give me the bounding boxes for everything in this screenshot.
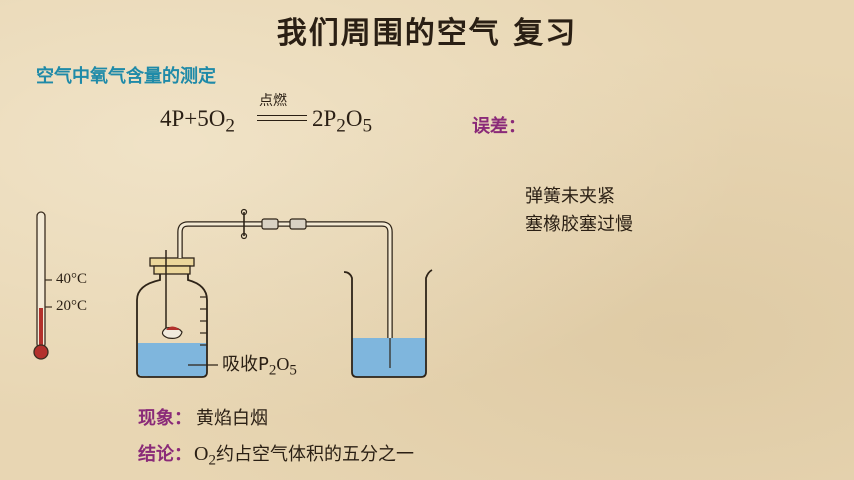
thermometer-mark-40: 40°C xyxy=(56,271,88,287)
connecting-tube xyxy=(177,208,393,368)
error-cause-stopper-slow: 塞橡胶塞过慢 xyxy=(525,214,633,235)
absorb-label: 吸收P2O5 xyxy=(222,350,297,380)
gas-bottle xyxy=(136,250,218,378)
conclusion-oxygen-sub: 2 xyxy=(208,452,216,469)
absorb-sub1: 2 xyxy=(268,362,277,379)
phenomenon-label: 现象： xyxy=(138,408,192,429)
equation-condition: 点燃 xyxy=(259,93,287,109)
rubber-stopper-bottom xyxy=(153,265,191,275)
thermometer xyxy=(33,211,52,360)
equation-equal-line-bottom xyxy=(257,120,307,121)
conclusion-oxygen: O xyxy=(194,443,209,465)
absorb-sub2: 5 xyxy=(289,362,297,379)
thermometer-mark-20: 20°C xyxy=(56,298,88,314)
equation-right-sub1: 2 xyxy=(336,115,346,137)
phenomenon-text: 黄焰白烟 xyxy=(196,408,268,429)
equation-reactants: 4P+5O2 xyxy=(160,106,235,138)
equation-right-mid: O xyxy=(345,106,363,131)
equation-equal-line-top xyxy=(257,115,307,116)
spring-clip-bottom xyxy=(240,232,248,240)
rubber-stopper-top xyxy=(149,257,195,267)
conclusion-body: 约占空气体积的五分之一 xyxy=(215,444,414,465)
equation-right-prefix: 2P xyxy=(312,106,337,131)
equation-left-subscript: 2 xyxy=(225,115,235,137)
bottle-outline xyxy=(136,269,208,378)
thermometer-mercury xyxy=(39,308,43,348)
phosphorus xyxy=(166,326,180,330)
beaker xyxy=(343,269,433,378)
spring-clip-top xyxy=(240,208,248,216)
equation-right-sub2: 5 xyxy=(362,115,373,137)
beaker-outline xyxy=(343,269,433,378)
rubber-joint xyxy=(289,218,307,230)
error-label: 误差： xyxy=(472,116,526,137)
page-title: 我们周围的空气 复习 xyxy=(276,16,578,51)
thermometer-bulb xyxy=(33,344,49,360)
equation-products: 2P2O5 xyxy=(312,106,372,138)
beaker-water xyxy=(352,338,426,377)
absorb-mid: O xyxy=(276,354,290,374)
tube-inner xyxy=(178,222,392,368)
rubber-joint xyxy=(261,218,279,230)
conclusion-text: O2约占空气体积的五分之一 xyxy=(194,440,414,470)
bottle-water-fill xyxy=(138,343,206,376)
absorb-prefix: 吸收P xyxy=(222,354,269,375)
equation-left-text: 4P+5O xyxy=(160,106,226,131)
error-cause-spring-clip: 弹簧未夹紧 xyxy=(525,186,615,207)
section-subtitle: 空气中氧气含量的测定 xyxy=(36,66,216,87)
conclusion-label: 结论： xyxy=(138,444,192,465)
